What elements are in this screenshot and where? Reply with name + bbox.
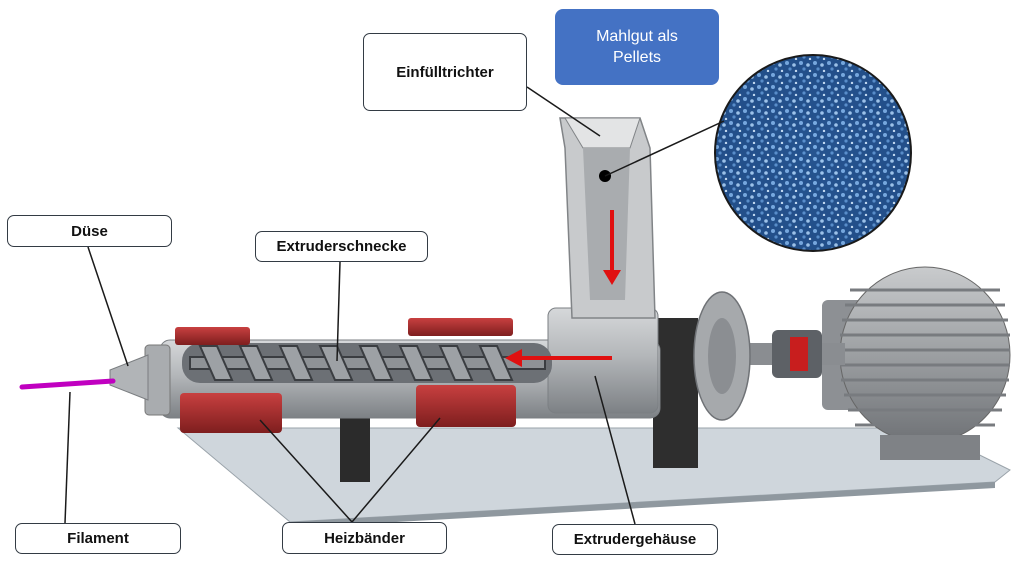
label-extrudergehaeuse: Extrudergehäuse [552,524,718,555]
label-heizbaender-text: Heizbänder [324,529,405,547]
label-duese-text: Düse [71,222,108,240]
flow-arrows [505,210,621,367]
motor [822,266,1011,460]
nozzle-cap [144,344,171,416]
label-mahlgut-line2: Pellets [612,49,662,66]
label-extruderschnecke: Extruderschnecke [255,231,428,262]
base-plate-edge [290,482,995,528]
feed-block [547,307,659,414]
coupling-insert [790,337,808,371]
screw [189,345,546,381]
leader-lines [64,86,725,525]
label-duese: Düse [7,215,172,247]
label-mahlgut: Mahlgut als Pellets [555,9,719,85]
label-mahlgut-line1: Mahlgut als [596,28,678,45]
label-einfuelltrichter-text: Einfülltrichter [396,63,494,81]
filament-strand [19,378,116,390]
label-filament-text: Filament [67,530,129,547]
label-extrudergehaeuse-text: Extrudergehäuse [573,531,697,548]
label-filament: Filament [15,523,181,554]
hopper [559,117,656,319]
base-plate [176,427,1011,523]
label-extruderschnecke-text: Extruderschnecke [276,238,407,255]
nozzle [109,354,149,401]
label-einfuelltrichter: Einfülltrichter [363,33,527,111]
heater-bands [175,318,516,433]
label-heizbaender: Heizbänder [282,522,447,554]
